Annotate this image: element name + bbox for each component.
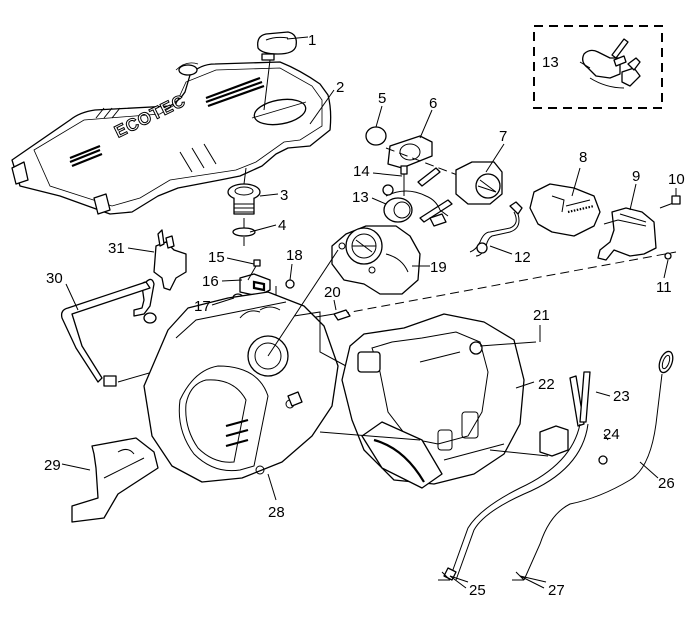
callout-16: 16 xyxy=(202,273,219,290)
vacuum-solenoid xyxy=(153,229,187,291)
callout-27: 27 xyxy=(548,582,565,599)
callouts: 1 2 3 4 5 6 7 8 9 10 11 12 13 13 14 15 1… xyxy=(44,32,685,599)
callout-19: 19 xyxy=(430,259,447,276)
bracket xyxy=(597,207,657,261)
egr-pipe xyxy=(469,201,523,257)
pcv-tube xyxy=(60,278,157,387)
inset-box xyxy=(533,25,663,109)
intake-manifold-lower xyxy=(143,291,347,483)
callout-14: 14 xyxy=(353,163,370,180)
callout-15: 15 xyxy=(208,249,225,266)
callout-21: 21 xyxy=(533,307,550,324)
callout-7: 7 xyxy=(499,128,507,145)
o-ring-seal xyxy=(365,126,387,146)
map-sensor xyxy=(239,273,271,297)
callout-3: 3 xyxy=(280,187,288,204)
callout-28: 28 xyxy=(268,504,285,521)
oil-level-indicator xyxy=(523,350,674,581)
callout-1: 1 xyxy=(308,32,316,49)
heat-shield xyxy=(71,437,159,523)
egr-valve xyxy=(419,161,503,223)
callout-13-inset: 13 xyxy=(542,54,559,71)
callout-29: 29 xyxy=(44,457,61,474)
callout-22: 22 xyxy=(538,376,555,393)
callout-10: 10 xyxy=(668,171,685,188)
pcv-hose xyxy=(382,165,449,227)
dipstick-tube-bracket xyxy=(539,371,591,457)
callout-12: 12 xyxy=(514,249,531,266)
tube-seals-25 xyxy=(438,571,451,581)
callout-25: 25 xyxy=(469,582,486,599)
callout-26: 26 xyxy=(658,475,675,492)
oil-filler-cap xyxy=(257,31,297,111)
callout-2: 2 xyxy=(336,79,344,96)
nut-18 xyxy=(285,279,295,289)
intake-manifold-upper xyxy=(341,313,525,489)
callout-31: 31 xyxy=(108,240,125,257)
callout-20: 20 xyxy=(324,284,341,301)
callout-8: 8 xyxy=(579,149,587,166)
nut-24 xyxy=(598,455,608,465)
engine-cover xyxy=(11,61,332,215)
callout-23: 23 xyxy=(613,388,630,405)
callout-13: 13 xyxy=(352,189,369,206)
callout-18: 18 xyxy=(286,247,303,264)
callout-11: 11 xyxy=(656,279,672,296)
throttle-body-cover xyxy=(529,183,601,237)
pcv-hose-inset xyxy=(582,38,641,89)
callout-30: 30 xyxy=(46,270,63,287)
throttle-body xyxy=(331,225,421,295)
bracket-bolt xyxy=(659,195,681,209)
callout-9: 9 xyxy=(632,168,640,185)
leader-lines xyxy=(61,36,677,589)
egr-flange xyxy=(387,135,433,169)
callout-24: 24 xyxy=(603,426,620,443)
oil-fill-tube xyxy=(227,167,261,246)
bracket-nut xyxy=(664,252,672,260)
callout-17: 17 xyxy=(194,298,211,315)
callout-6: 6 xyxy=(429,95,437,112)
callout-4: 4 xyxy=(278,217,286,234)
callout-5: 5 xyxy=(378,90,386,107)
